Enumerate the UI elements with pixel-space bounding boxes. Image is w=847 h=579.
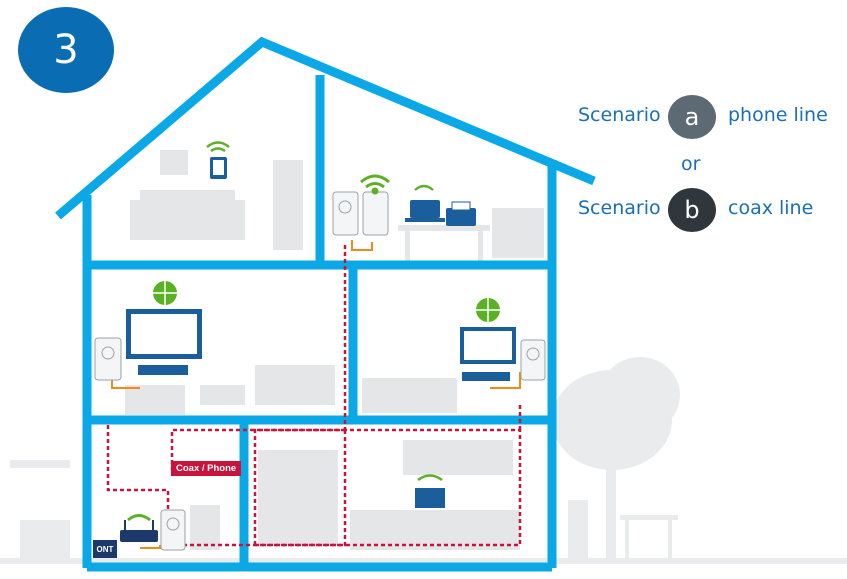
background-scenery <box>0 357 847 564</box>
wifi-icon <box>414 184 434 191</box>
powerline-adapter-icon <box>94 337 122 381</box>
powerline-adapter-icon <box>160 509 186 551</box>
tablet-icon <box>210 157 227 179</box>
tv-icon <box>460 327 516 381</box>
wifi-icon <box>360 174 390 195</box>
scenario-b-badge: b <box>668 188 716 232</box>
globe-icon <box>476 298 500 322</box>
cabinet-silhouette <box>492 208 544 258</box>
scenario-a-prefix: Scenario <box>578 104 661 126</box>
wifi-icon <box>206 141 230 153</box>
tv-icon <box>126 309 202 375</box>
sofa-silhouette <box>255 365 335 405</box>
wifi-speaker-icon <box>415 474 445 508</box>
step-number-badge: 3 <box>18 7 114 93</box>
powerline-adapter-icon <box>520 339 546 381</box>
picture-frame-silhouette <box>160 150 188 175</box>
fridge-silhouette <box>258 450 338 545</box>
router-icon <box>120 514 158 542</box>
scenario-b-prefix: Scenario <box>578 197 661 219</box>
globe-icon <box>153 281 177 305</box>
powerline-adapter-icon <box>332 191 389 236</box>
bed-silhouette <box>130 200 245 240</box>
furniture-silhouettes <box>125 150 544 550</box>
desk-silhouette <box>398 225 490 231</box>
laptop-icon <box>405 200 445 222</box>
scenario-a-badge: a <box>668 95 716 139</box>
scenario-b-label: coax line <box>728 197 814 219</box>
scenario-a-label: phone line <box>728 104 828 126</box>
roof <box>55 36 596 220</box>
printer-icon <box>446 201 476 226</box>
sofa-silhouette-2 <box>362 378 457 413</box>
or-separator: or <box>681 153 701 175</box>
house-outline <box>55 36 596 572</box>
kitchen-counter-silhouette <box>350 510 520 550</box>
cable-type-label: Coax / Phone <box>171 461 242 476</box>
shelf-silhouette <box>273 160 303 250</box>
ont-label: ONT <box>93 540 117 558</box>
